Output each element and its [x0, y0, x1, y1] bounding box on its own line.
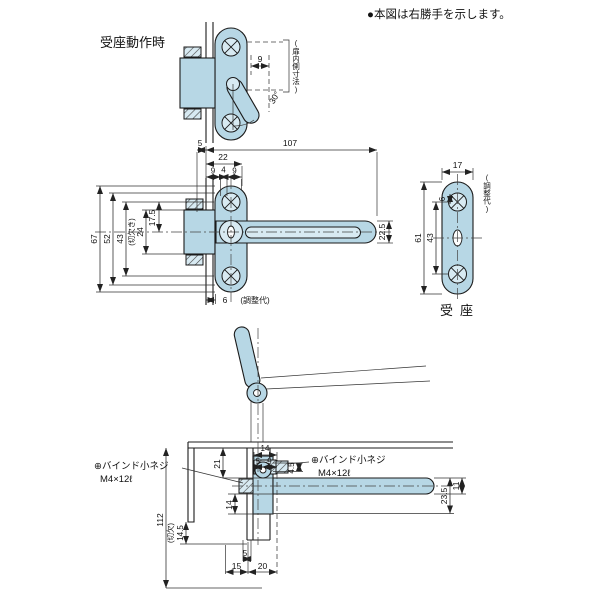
dim-4: 4 — [221, 166, 226, 175]
adjust-allowance-label: (調整代) — [240, 295, 270, 305]
door-inside-note: (扉内側寸法) — [291, 38, 300, 94]
screw-note-right-line1: ⊕バインド小ネジ — [311, 455, 385, 466]
dim-22-5: 22.5 — [377, 223, 387, 240]
screw-note-left-line2: M4×12ℓ — [100, 474, 133, 485]
dim-9a: 9 — [211, 167, 216, 176]
dim-kirikaki-section: (切欠) — [165, 523, 175, 543]
dim-9-seat: 9 — [267, 457, 272, 466]
section-dimension-lines — [163, 448, 466, 589]
dim-5-seat: 5 — [256, 457, 261, 466]
operation-title: 受座動作時 — [100, 35, 165, 50]
screw-cross-icon — [221, 113, 241, 133]
right-hand-note: ●本図は右勝手を示します。 — [367, 7, 511, 21]
dim-43-seat: 43 — [425, 233, 435, 243]
view-operation: 受座動作時 9 30° (扉内側寸法) — [100, 22, 301, 143]
dim-kirikaki-label: (切欠き) — [126, 218, 136, 246]
screw-note-right-line2: M4×12ℓ — [318, 468, 351, 479]
dim-22: 22 — [218, 152, 228, 162]
dim-61: 61 — [413, 233, 423, 243]
dim-43: 43 — [115, 234, 125, 244]
dim-14-bottom: 14 — [224, 500, 234, 510]
dim-14-5: 14.5 — [176, 525, 185, 541]
dim-67: 67 — [89, 234, 99, 244]
dim-9b: 9 — [232, 167, 237, 176]
dim-23-5: 23.5 — [439, 487, 449, 504]
dim-21: 21 — [212, 459, 222, 469]
dim-107: 107 — [283, 138, 297, 148]
section-part-geometry — [187, 326, 453, 545]
dim-11: 11 — [451, 481, 461, 490]
seat-part-geometry — [433, 174, 482, 302]
seat-dimension-lines — [420, 168, 474, 295]
dim-4-5: 4.5 — [287, 462, 296, 474]
dim-6-seat: 6 — [438, 196, 447, 201]
dim-14-top: 14 — [261, 444, 270, 453]
view-seat-side: 17 6 (調整代) 61 43 受座 — [413, 160, 492, 318]
front-dimension-lines — [96, 146, 393, 304]
dim-17: 17 — [453, 160, 463, 170]
dim-5-bottom: 5 — [243, 549, 248, 558]
dim-15: 15 — [232, 561, 242, 571]
dim-9-op: 9 — [258, 54, 263, 64]
view-front: 5 107 22 9 4 9 67 52 43 (切欠き) 24 17.5 22… — [89, 138, 394, 305]
dim-6-adjust: 6 — [223, 295, 228, 305]
dim-52: 52 — [102, 234, 112, 244]
dim-5: 5 — [198, 139, 203, 148]
screw-cross-icon — [221, 37, 241, 57]
view-section: ⊕バインド小ネジ M4×12ℓ ⊕バインド小ネジ M4×12ℓ 14 5 9 4… — [94, 326, 466, 589]
seat-adjust-label: (調整代) — [482, 173, 491, 214]
dim-17-5: 17.5 — [147, 209, 157, 226]
screw-note-left-line1: ⊕バインド小ネジ — [94, 461, 168, 472]
dim-20: 20 — [258, 561, 268, 571]
operation-part-geometry — [179, 22, 260, 143]
operation-dimension-lines — [232, 39, 290, 130]
front-part-geometry — [95, 178, 394, 305]
dim-112: 112 — [155, 513, 165, 527]
seat-label: 受座 — [440, 303, 480, 318]
dim-24: 24 — [135, 227, 145, 237]
